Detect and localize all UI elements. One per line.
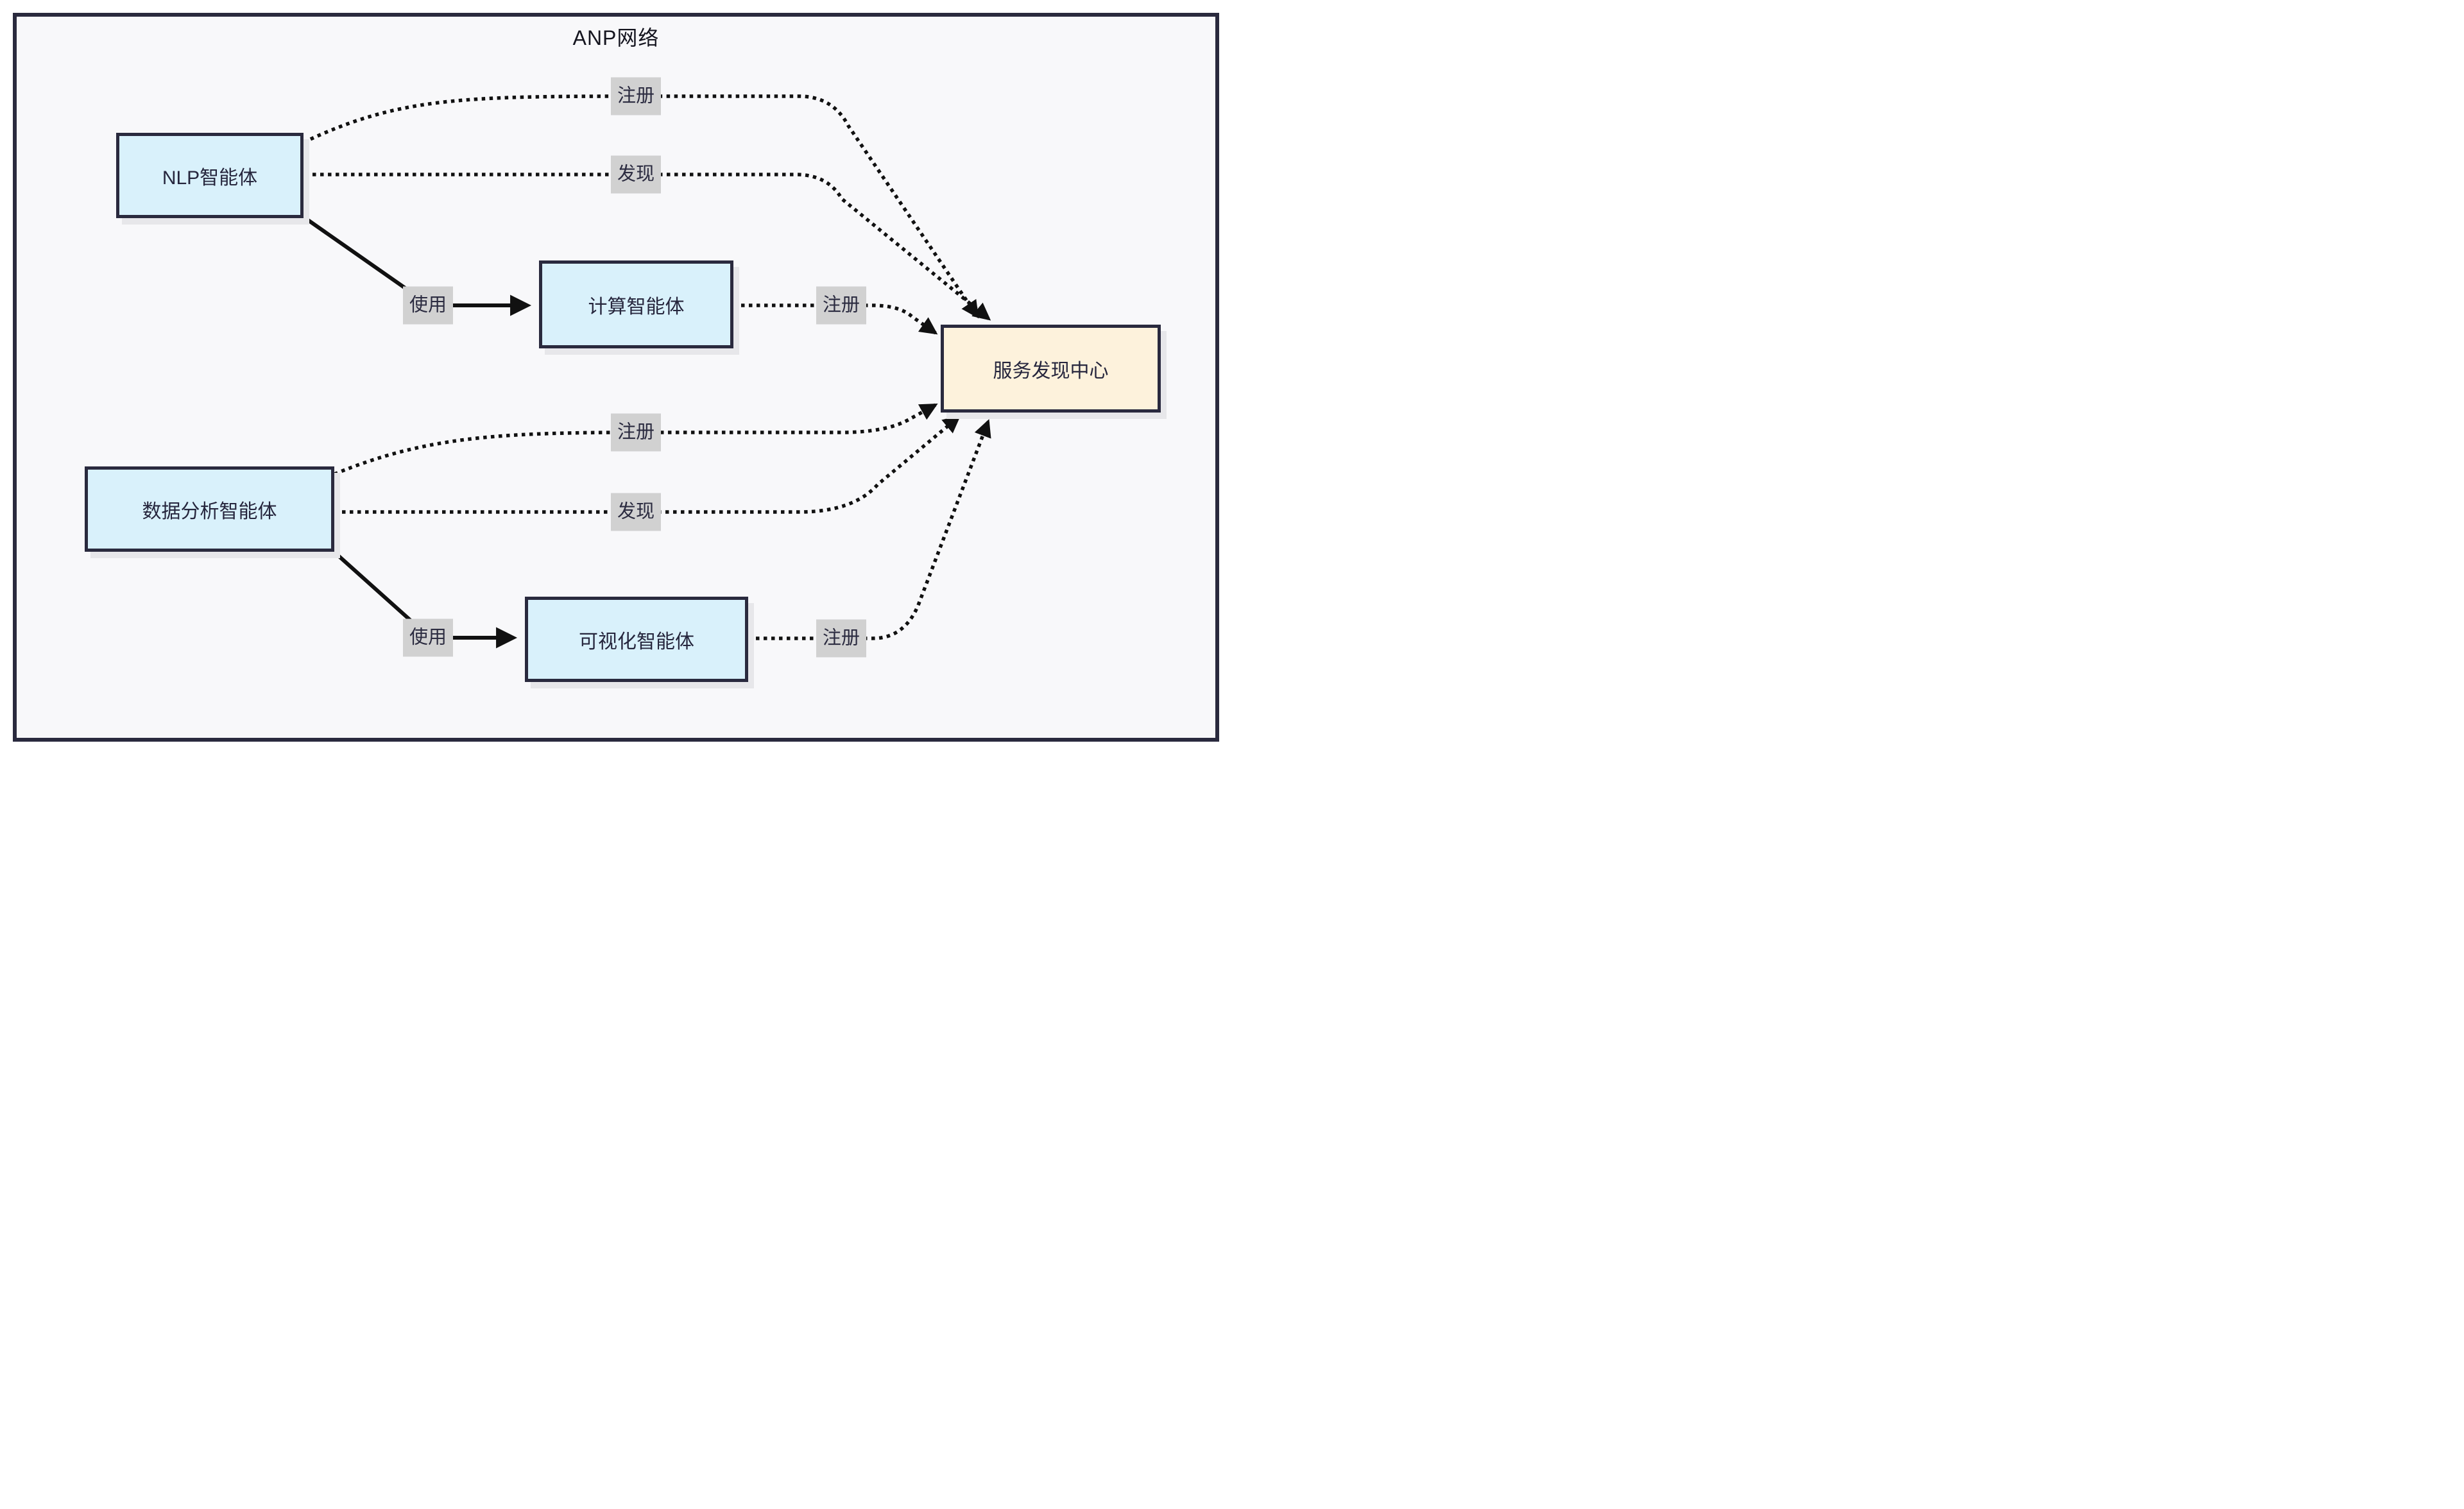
edge-label-nlp-discover: 发现 (610, 155, 662, 194)
node-service-discovery-center: 服务发现中心 (941, 325, 1161, 413)
node-nlp-agent: NLP智能体 (116, 133, 304, 218)
edge-nlp-discover (305, 173, 991, 321)
node-nlp-agent-label: NLP智能体 (162, 167, 258, 189)
edge-label-data-register: 注册 (610, 413, 662, 452)
edge-viz-register (748, 419, 991, 640)
edge-nlp-register (302, 94, 979, 319)
node-visualization-agent-label: 可视化智能体 (579, 631, 694, 652)
node-service-discovery-center-label: 服务发现中心 (993, 360, 1109, 382)
node-visualization-agent: 可视化智能体 (525, 597, 748, 682)
node-compute-agent: 计算智能体 (539, 260, 733, 348)
edge-label-data-use: 使用 (402, 618, 454, 657)
edge-label-viz-register: 注册 (816, 619, 867, 658)
node-data-analysis-agent-label: 数据分析智能体 (142, 500, 277, 522)
edge-label-nlp-register: 注册 (610, 77, 662, 115)
diagram-title: ANP网络 (572, 26, 660, 49)
edge-data-discover (334, 415, 961, 514)
node-compute-agent-label: 计算智能体 (588, 296, 685, 318)
edge-label-compute-register: 注册 (816, 286, 867, 325)
node-data-analysis-agent: 数据分析智能体 (85, 466, 334, 552)
edge-label-nlp-use: 使用 (402, 286, 454, 325)
anp-network-diagram: ANP网络 NLP智能体 计算智能体 服务 (0, 0, 1232, 754)
edge-label-data-discover: 发现 (610, 493, 662, 531)
edge-compute-register (733, 303, 938, 335)
